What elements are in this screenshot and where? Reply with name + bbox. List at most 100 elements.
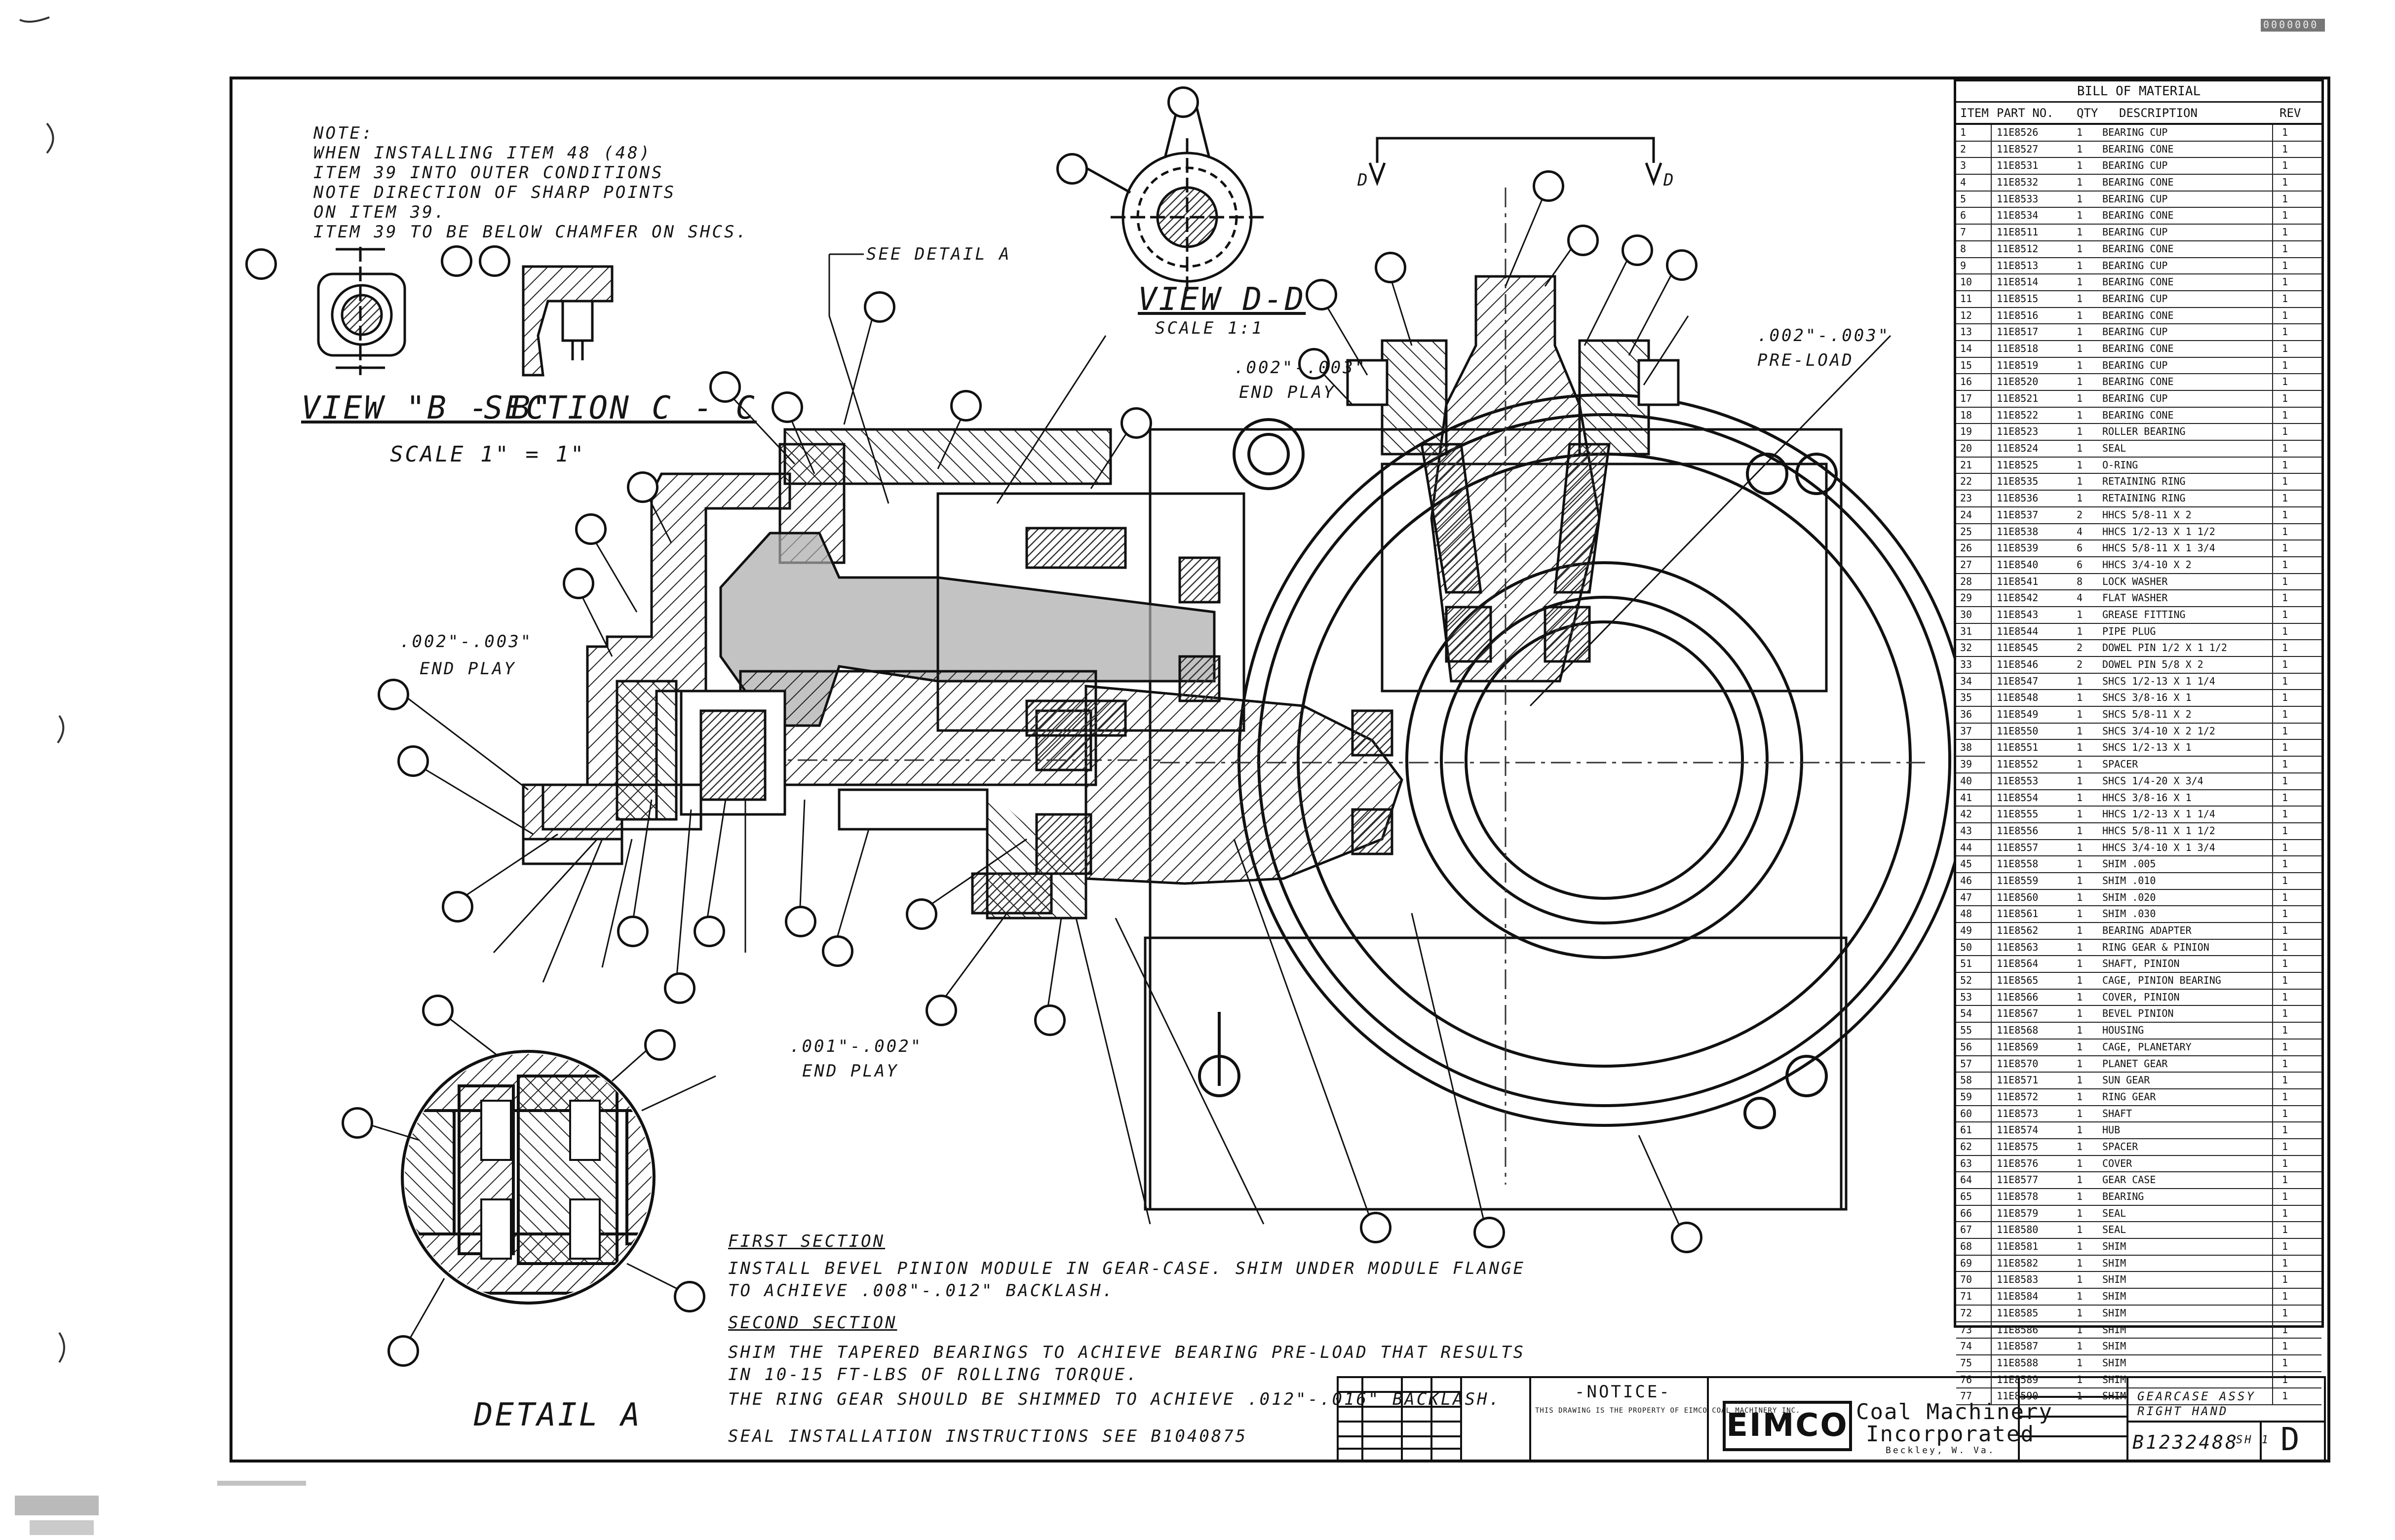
drawing-number: B1232488 [2132, 1431, 2239, 1453]
bom-revision: 1 [2282, 1107, 2288, 1119]
bom-description: SHAFT, PINION [2102, 958, 2180, 970]
bom-revision: 1 [2282, 1040, 2288, 1053]
bom-revision: 1 [2282, 1007, 2288, 1020]
bom-quantity: 1 [2077, 409, 2083, 421]
bom-item-number: 24 [1960, 508, 1972, 521]
section-marker-right: D [1663, 170, 1676, 190]
bom-part-number: 11E8520 [1997, 376, 2039, 388]
bom-quantity: 2 [2077, 508, 2083, 521]
bom-part-number: 11E8542 [1997, 592, 2039, 604]
bom-part-number: 11E8570 [1997, 1057, 2039, 1070]
bom-quantity: 1 [2077, 143, 2083, 155]
bom-revision: 1 [2282, 542, 2288, 554]
bom-item-number: 39 [1960, 758, 1972, 770]
bom-part-number: 11E8558 [1997, 858, 2039, 870]
bom-description: SHCS 5/8-11 X 2 [2102, 708, 2192, 721]
bom-revision: 1 [2282, 392, 2288, 404]
bom-part-number: 11E8543 [1997, 608, 2039, 620]
bom-quantity: 1 [2077, 891, 2083, 903]
bom-revision: 1 [2282, 1074, 2288, 1086]
pinion-housing-section [522, 428, 1403, 920]
bom-quantity: 1 [2077, 1290, 2083, 1303]
bom-revision: 1 [2282, 409, 2288, 421]
callout-balloon [1298, 348, 1330, 380]
second-section-heading: SECOND SECTION [728, 1313, 897, 1333]
bom-revision: 1 [2282, 625, 2288, 637]
bom-description: RETAINING RING [2102, 492, 2186, 504]
callout-balloon [1622, 234, 1653, 266]
callout-balloon [694, 916, 725, 947]
callout-balloon [397, 745, 429, 777]
note-line: WHEN INSTALLING ITEM 48 (48) [313, 143, 652, 163]
bom-description: PLANET GEAR [2102, 1057, 2168, 1070]
bom-item-number: 44 [1960, 841, 1972, 853]
callout-balloon [1533, 170, 1564, 202]
bom-quantity: 4 [2077, 592, 2083, 604]
bom-quantity: 1 [2077, 1090, 2083, 1103]
bom-revision: 1 [2282, 292, 2288, 305]
bom-description: HHCS 3/8-16 X 1 [2102, 791, 2192, 804]
bom-part-number: 11E8552 [1997, 758, 2039, 770]
bom-quantity: 1 [2077, 1007, 2083, 1020]
bom-quantity: 1 [2077, 1074, 2083, 1086]
bom-item-number: 11 [1960, 292, 1972, 305]
bom-description: SHAFT [2102, 1107, 2132, 1119]
bom-description: GEAR CASE [2102, 1174, 2156, 1186]
callout-balloon [378, 679, 409, 710]
bom-description: FLAT WASHER [2102, 592, 2168, 604]
bom-description: BEARING CONE [2102, 376, 2174, 388]
bom-description: SUN GEAR [2102, 1074, 2150, 1086]
bom-quantity: 1 [2077, 359, 2083, 371]
bom-description: BEVEL PINION [2102, 1007, 2174, 1020]
bom-revision: 1 [2282, 192, 2288, 205]
bom-description: HUB [2102, 1124, 2121, 1136]
bom-item-number: 49 [1960, 924, 1972, 936]
bom-item-number: 59 [1960, 1090, 1972, 1103]
bom-part-number: 11E8511 [1997, 226, 2039, 238]
callout-balloon [674, 1281, 705, 1312]
bom-revision: 1 [2282, 1057, 2288, 1070]
bom-part-number: 11E8580 [1997, 1224, 2039, 1236]
bom-description: HHCS 1/2-13 X 1 1/2 [2102, 525, 2215, 538]
bom-quantity: 1 [2077, 342, 2083, 354]
bom-item-number: 51 [1960, 958, 1972, 970]
bom-part-number: 11E8557 [1997, 841, 2039, 853]
bom-part-number: 11E8534 [1997, 209, 2039, 222]
bom-revision: 1 [2282, 1090, 2288, 1103]
bom-revision: 1 [2282, 1307, 2288, 1319]
bom-part-number: 11E8555 [1997, 808, 2039, 820]
bom-quantity: 1 [2077, 1024, 2083, 1037]
seal-instructions: SEAL INSTALLATION INSTRUCTIONS SEE B1040… [728, 1426, 1248, 1446]
bom-item-number: 23 [1960, 492, 1972, 504]
bom-description: HHCS 5/8-11 X 1 3/4 [2102, 542, 2215, 554]
bom-item-number: 45 [1960, 858, 1972, 870]
note-line: NOTE DIRECTION OF SHARP POINTS [313, 183, 676, 202]
bom-item-number: 73 [1960, 1323, 1972, 1336]
callout-balloon [1375, 252, 1406, 283]
bom-part-number: 11E8512 [1997, 242, 2039, 255]
bom-description: HHCS 5/8-11 X 2 [2102, 508, 2192, 521]
bom-item-number: 35 [1960, 692, 1972, 704]
bom-description: RING GEAR [2102, 1090, 2156, 1103]
bom-part-number: 11E8531 [1997, 159, 2039, 172]
bom-revision: 1 [2282, 459, 2288, 471]
bom-item-number: 52 [1960, 974, 1972, 987]
bom-part-number: 11E8559 [1997, 874, 2039, 886]
bom-quantity: 1 [2077, 1240, 2083, 1253]
bom-quantity: 1 [2077, 1373, 2083, 1386]
bom-revision: 1 [2282, 575, 2288, 587]
